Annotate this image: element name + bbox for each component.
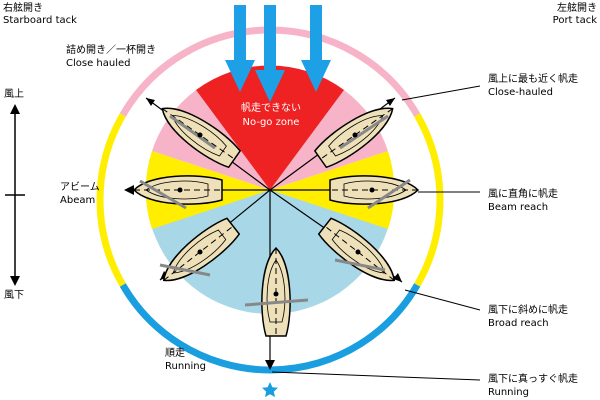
running-right-label-jp: 風下に真っすぐ帆走 <box>488 374 578 385</box>
running-label-jp: 順走 <box>165 348 185 359</box>
sails <box>139 114 411 307</box>
outer-ring-pink-left <box>119 26 271 117</box>
close-hauled-label-jp: 詰め開き／一杯開き <box>66 45 156 56</box>
outer-ring-pink-right <box>269 26 421 117</box>
abeam-label-en: Abeam <box>60 195 96 206</box>
running-right-label-en: Running <box>488 387 529 398</box>
no-go-zone-label-jp: 帆走できない <box>241 103 301 114</box>
outer-ring-yellow-left <box>96 113 126 287</box>
starboard-tack-label-jp: 右舷開き <box>3 3 43 14</box>
close-hauled-label-en: Close hauled <box>66 58 131 69</box>
broad-reach-label-en: Broad reach <box>488 318 549 329</box>
port-tack-label-jp: 左舷開き <box>557 3 597 14</box>
starboard-tack-label-en: Starboard tack <box>3 15 77 26</box>
port-tack-label-en: Port tack <box>552 15 597 26</box>
running-label-en: Running <box>165 361 206 372</box>
star-icon <box>262 382 278 398</box>
sector-no-go-zone <box>196 65 344 190</box>
windward-label: 風上 <box>4 89 24 100</box>
no-go-zone-label-en: No-go zone <box>242 117 300 128</box>
abeam-label-jp: アビーム <box>60 182 100 193</box>
outer-ring-yellow-right <box>414 113 444 287</box>
broad-reach-label-jp: 風下に斜めに帆走 <box>488 305 568 316</box>
close-hauled-right-label-en: Close-hauled <box>488 87 553 98</box>
wind-arrows <box>225 5 331 102</box>
beam-reach-label-jp: 風に直角に帆走 <box>488 189 558 200</box>
beam-reach-label-en: Beam reach <box>488 202 549 213</box>
wind-scale-arrow-down <box>10 276 20 286</box>
leeward-label: 風下 <box>4 290 24 301</box>
wind-scale-arrow-up <box>10 104 20 114</box>
leader-lines <box>271 85 481 381</box>
close-hauled-right-label-jp: 風上に最も近く帆走 <box>488 74 578 85</box>
mast-dots <box>177 132 375 297</box>
